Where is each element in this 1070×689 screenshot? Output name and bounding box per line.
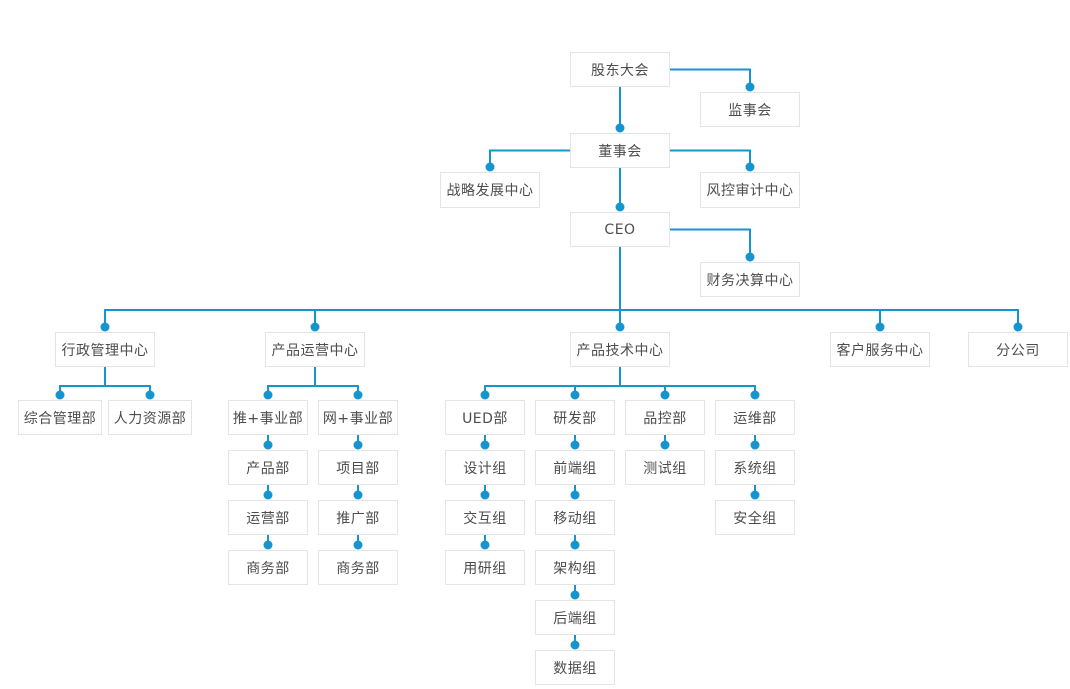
org-node-user-research-group: 用研组	[445, 550, 525, 585]
connector-promotion-dept-business-dept-wang	[353, 534, 363, 550]
connector-shareholders-supervisory	[669, 68, 755, 92]
connector-ops-dept-system-group	[750, 434, 760, 450]
org-node-supervisory: 监事会	[700, 92, 800, 127]
connector-tech-center-children	[480, 366, 760, 400]
org-node-data-group: 数据组	[535, 650, 615, 685]
connector-frontend-group-mobile-group	[570, 484, 580, 500]
org-node-admin-center: 行政管理中心	[55, 332, 155, 367]
org-node-backend-group: 后端组	[535, 600, 615, 635]
org-node-frontend-group: 前端组	[535, 450, 615, 485]
connector-qc-dept-test-group	[660, 434, 670, 450]
org-node-operation-center: 产品运营中心	[265, 332, 365, 367]
connector-ued-dept-design-group	[480, 434, 490, 450]
org-node-general-admin-dept: 综合管理部	[18, 400, 102, 435]
org-node-test-group: 测试组	[625, 450, 705, 485]
connector-board-risk-audit-center	[669, 149, 755, 172]
connector-project-dept-promotion-dept	[353, 484, 363, 500]
connector-backend-group-data-group	[570, 634, 580, 650]
connector-shareholders-board	[615, 86, 625, 133]
org-node-project-dept: 项目部	[318, 450, 398, 485]
org-node-system-group: 系统组	[715, 450, 795, 485]
connector-interaction-group-user-research-group	[480, 534, 490, 550]
org-node-risk-audit-center: 风控审计中心	[700, 172, 800, 208]
connector-operation-dept-business-dept-tui	[263, 534, 273, 550]
connector-operation-center-children	[263, 366, 363, 400]
connector-architecture-group-backend-group	[570, 584, 580, 600]
org-node-rd-dept: 研发部	[535, 400, 615, 435]
connector-product-dept-operation-dept	[263, 484, 273, 500]
org-node-interaction-group: 交互组	[445, 500, 525, 535]
connector-wang-division-project-dept	[353, 434, 363, 450]
org-node-branch-company: 分公司	[968, 332, 1068, 367]
org-node-promotion-dept: 推广部	[318, 500, 398, 535]
org-node-shareholders: 股东大会	[570, 52, 670, 87]
org-node-finance-center: 财务决算中心	[700, 262, 800, 297]
connector-ceo-children	[100, 246, 1023, 332]
connector-rd-dept-frontend-group	[570, 434, 580, 450]
org-node-wang-division: 网+事业部	[318, 400, 398, 435]
org-node-business-dept-wang: 商务部	[318, 550, 398, 585]
org-node-qc-dept: 品控部	[625, 400, 705, 435]
connector-ceo-finance-center	[669, 228, 755, 262]
org-node-business-dept-tui: 商务部	[228, 550, 308, 585]
org-node-customer-center: 客户服务中心	[830, 332, 930, 367]
connector-mobile-group-architecture-group	[570, 534, 580, 550]
org-node-product-dept: 产品部	[228, 450, 308, 485]
org-node-tech-center: 产品技术中心	[570, 332, 670, 367]
org-node-ued-dept: UED部	[445, 400, 525, 435]
org-node-hr-dept: 人力资源部	[108, 400, 192, 435]
org-node-board: 董事会	[570, 133, 670, 168]
org-node-ceo: CEO	[570, 212, 670, 247]
org-node-strategy-center: 战略发展中心	[440, 172, 540, 208]
org-node-operation-dept: 运营部	[228, 500, 308, 535]
connector-tui-division-product-dept	[263, 434, 273, 450]
org-node-design-group: 设计组	[445, 450, 525, 485]
org-node-ops-dept: 运维部	[715, 400, 795, 435]
connector-system-group-security-group	[750, 484, 760, 500]
org-node-mobile-group: 移动组	[535, 500, 615, 535]
connector-design-group-interaction-group	[480, 484, 490, 500]
org-node-tui-division: 推+事业部	[228, 400, 308, 435]
connector-admin-center-children	[55, 366, 155, 400]
org-node-architecture-group: 架构组	[535, 550, 615, 585]
org-node-security-group: 安全组	[715, 500, 795, 535]
connector-board-ceo	[615, 167, 625, 212]
connector-board-strategy-center	[485, 149, 571, 172]
